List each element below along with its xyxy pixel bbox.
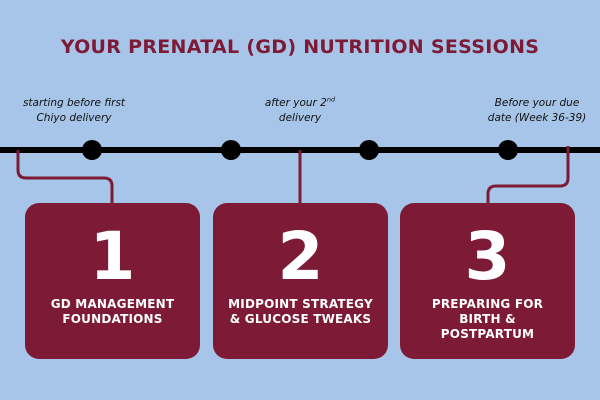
session-number: 1 <box>89 218 136 295</box>
note-text: after your 2 <box>264 97 327 109</box>
timeline-note-1: starting before first Chiyo delivery <box>4 96 144 126</box>
timeline-dot <box>359 140 379 160</box>
session-card-1: 1 GD MANAGEMENT FOUNDATIONS <box>25 203 200 359</box>
timeline-note-2: after your 2nd delivery <box>245 96 355 126</box>
label-line: PREPARING FOR <box>431 297 544 311</box>
label-line: BIRTH & <box>459 312 516 326</box>
session-label: MIDPOINT STRATEGY & GLUCOSE TWEAKS <box>221 297 380 327</box>
label-line: GD MANAGEMENT <box>50 297 175 311</box>
connector-session-3 <box>486 146 570 204</box>
timeline-dot <box>82 140 102 160</box>
note-line: starting before first <box>22 97 126 109</box>
note-line: after your 2nd <box>245 96 355 111</box>
connector-session-1 <box>16 150 114 204</box>
timeline-dot <box>498 140 518 160</box>
ordinal-suffix: nd <box>326 95 336 104</box>
label-line: FOUNDATIONS <box>62 312 163 326</box>
session-label: PREPARING FOR BIRTH & POSTPARTUM <box>408 297 567 342</box>
session-card-2: 2 MIDPOINT STRATEGY & GLUCOSE TWEAKS <box>213 203 388 359</box>
note-line: Chiyo delivery <box>36 112 112 124</box>
timeline-note-3: Before your due date (Week 36-39) <box>478 96 596 126</box>
note-line: Before your due <box>494 97 580 109</box>
session-label: GD MANAGEMENT FOUNDATIONS <box>33 297 192 327</box>
session-number: 3 <box>464 218 511 295</box>
label-line: & GLUCOSE TWEAKS <box>229 312 372 326</box>
page-title: YOUR PRENATAL (GD) NUTRITION SESSIONS <box>60 36 540 58</box>
label-line: MIDPOINT STRATEGY <box>228 297 373 311</box>
timeline-dot <box>221 140 241 160</box>
session-card-3: 3 PREPARING FOR BIRTH & POSTPARTUM <box>400 203 575 359</box>
session-number: 2 <box>277 218 324 295</box>
note-line: date (Week 36-39) <box>487 112 587 124</box>
label-line: POSTPARTUM <box>440 327 535 341</box>
note-line: delivery <box>278 112 322 124</box>
